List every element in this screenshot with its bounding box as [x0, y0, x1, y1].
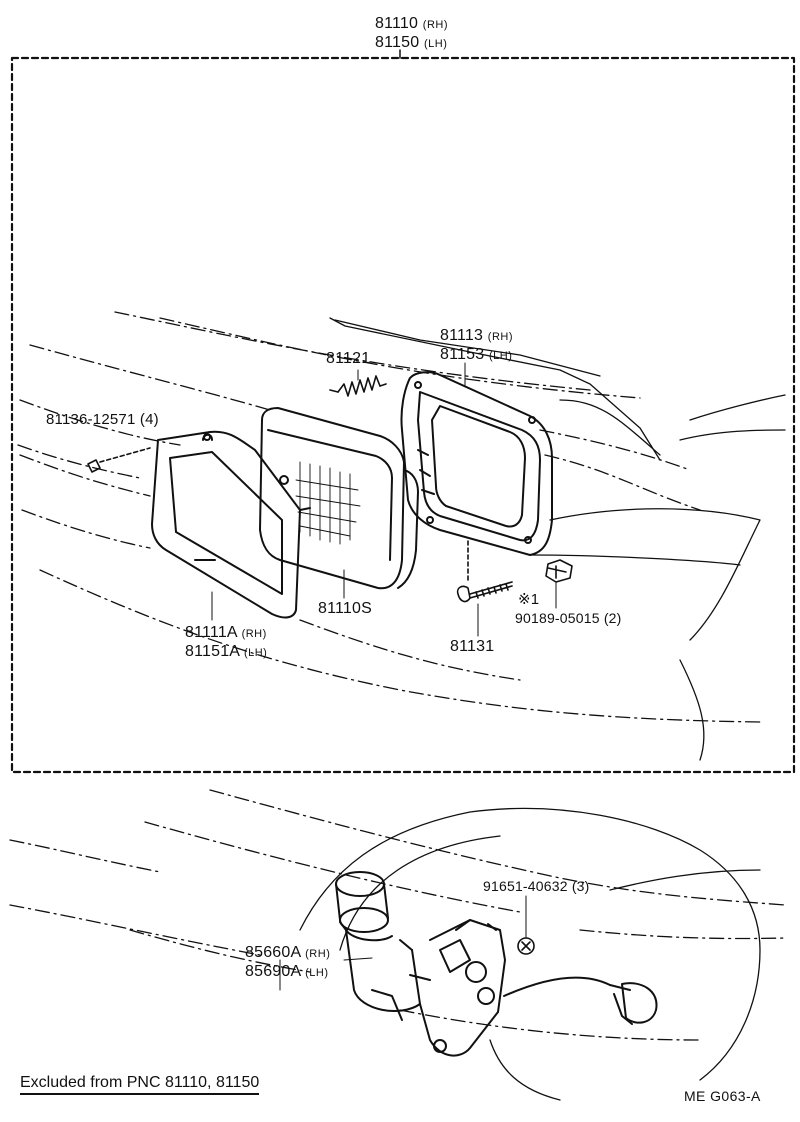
diagram-code: ME G063-A — [684, 1088, 761, 1104]
part-label-81111a[interactable]: 81111A (RH) 81151A (LH) — [185, 624, 267, 662]
part-81113-num: 81113 — [440, 327, 484, 344]
part-81111a-num: 81111A — [185, 624, 237, 641]
vehicle-fender-outline — [329, 317, 786, 761]
exclusion-footnote: Excluded from PNC 81110, 81150 — [20, 1074, 260, 1095]
assembly-side-rh: (RH) — [422, 19, 448, 31]
note-mark-label: ※1 — [518, 591, 540, 608]
part-81153-side: (LH) — [488, 350, 513, 362]
nut-clip-90189 — [545, 559, 573, 609]
vehicle-body-outline-upper — [17, 311, 761, 723]
part-81151a-num: 81151A — [185, 643, 240, 660]
bolt-91651 — [517, 895, 535, 955]
assembly-num-rh: 81110 — [375, 15, 419, 32]
part-label-85660a[interactable]: 85660A (RH) 85690A (LH) — [245, 944, 330, 982]
assembly-side-lh: (LH) — [423, 38, 448, 50]
assembly-boundary-box — [10, 49, 796, 774]
part-85660a-side: (RH) — [305, 948, 331, 960]
part-label-81136[interactable]: 81136-12571 (4) — [46, 411, 159, 428]
part-label-81110s[interactable]: 81110S — [318, 600, 372, 617]
part-85690a-side: (LH) — [305, 967, 329, 979]
part-81111a-side: (RH) — [241, 628, 267, 640]
adjusting-screw-81131 — [456, 539, 513, 603]
part-label-81121[interactable]: 81121 — [326, 350, 371, 367]
part-85690a-num: 85690A — [245, 963, 301, 980]
vehicle-fender-lower — [299, 807, 761, 1101]
assembly-label[interactable]: 81110 (RH) 81150 (LH) — [375, 15, 448, 53]
part-81151a-side: (LH) — [243, 647, 268, 659]
headlamp-housing-81113 — [400, 371, 553, 556]
part-label-90189[interactable]: 90189-05015 (2) — [515, 610, 622, 626]
part-85660a-num: 85660A — [245, 944, 301, 961]
leader-lines-upper — [211, 362, 479, 637]
part-label-81131[interactable]: 81131 — [450, 638, 495, 655]
retractor-motor-85660a — [335, 871, 658, 1057]
screw-81136 — [87, 447, 151, 473]
sealed-beam-lamp-81110s — [259, 407, 419, 590]
assembly-num-lh: 81150 — [375, 34, 420, 51]
vehicle-body-outline-lower — [9, 789, 786, 1041]
headlamp-bezel-81111a — [151, 430, 311, 619]
leader-lines-lower — [279, 957, 373, 991]
part-label-91651[interactable]: 91651-40632 (3) — [483, 878, 590, 894]
part-label-81113[interactable]: 81113 (RH) 81153 (LH) — [440, 327, 513, 365]
adjusting-spring-81121 — [329, 375, 387, 397]
part-81153-num: 81153 — [440, 346, 485, 363]
part-81113-side: (RH) — [487, 331, 513, 343]
